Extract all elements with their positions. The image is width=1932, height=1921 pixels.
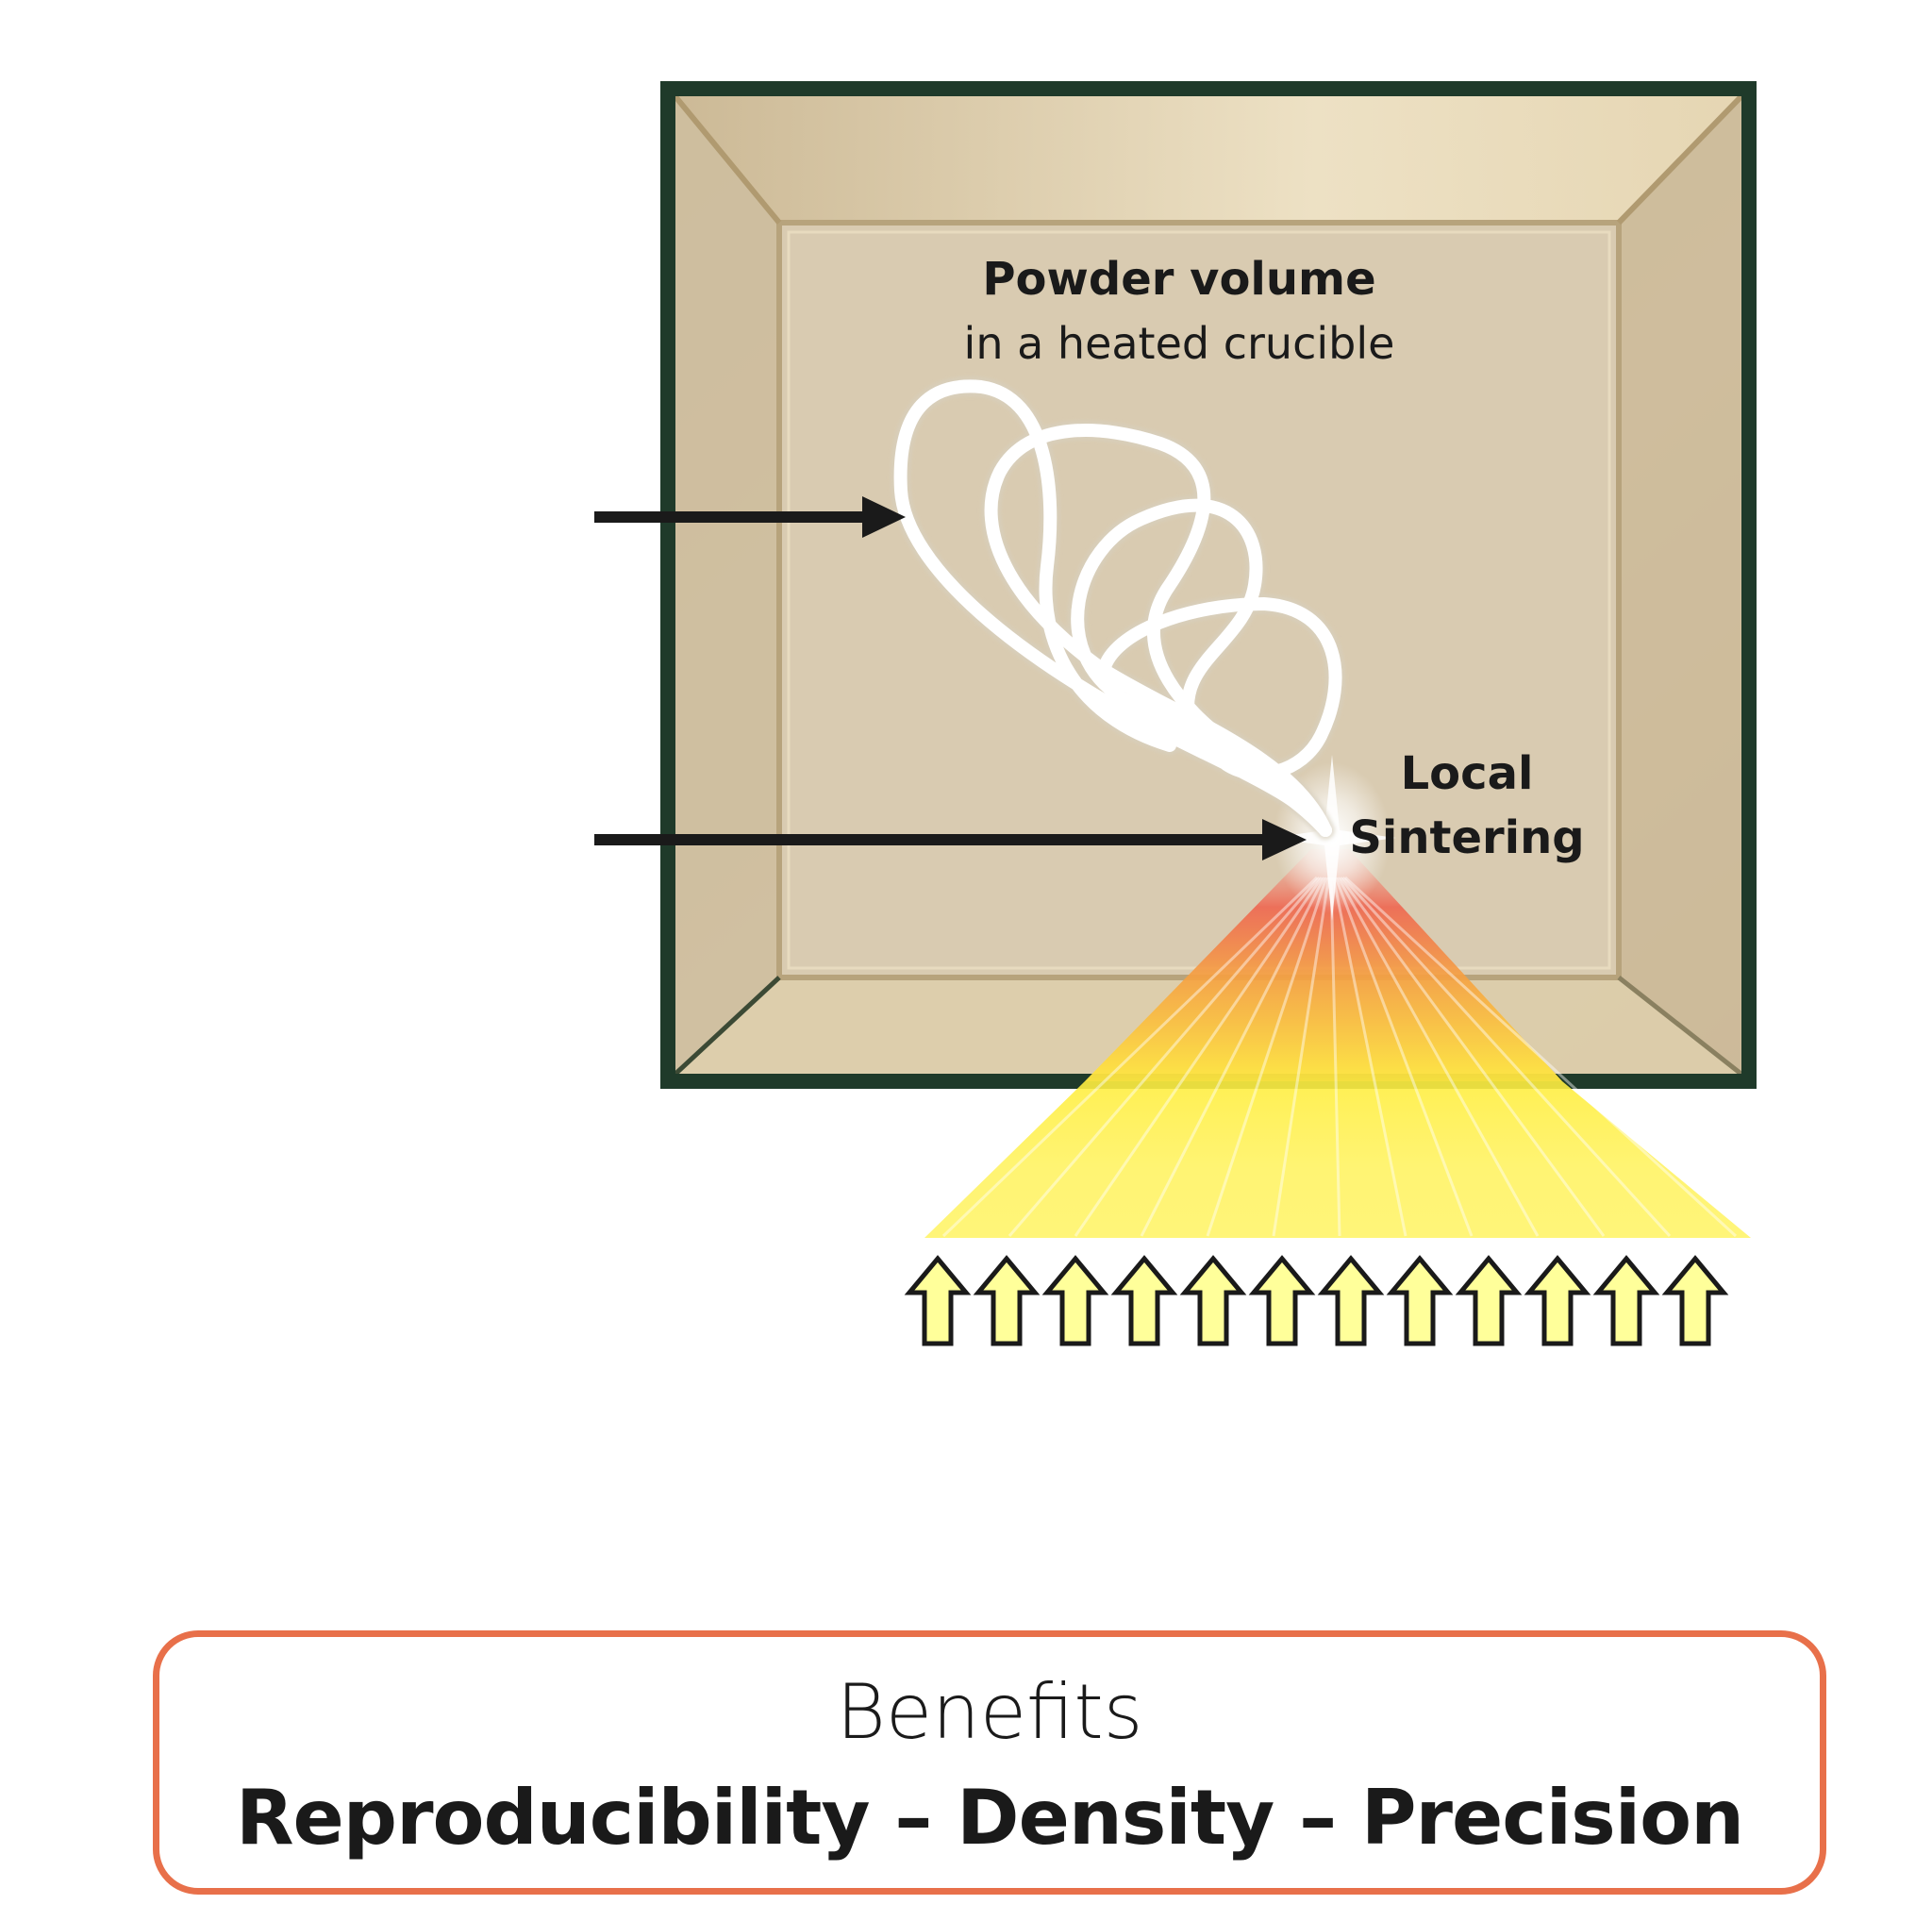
benefits-box: Benefits Reproducibility – Density – Pre… xyxy=(153,1630,1826,1895)
benefits-list: Reproducibility – Density – Precision xyxy=(235,1774,1744,1862)
up-arrow-icon xyxy=(1455,1255,1523,1346)
up-arrow-icon xyxy=(1179,1255,1247,1346)
up-arrow-icon xyxy=(1386,1255,1454,1346)
beam-ray xyxy=(941,876,1319,1238)
local-sintering-label-line1: Local xyxy=(1401,747,1534,800)
powder-volume-subtitle: in a heated crucible xyxy=(964,318,1395,369)
up-arrow-icon xyxy=(1110,1255,1178,1346)
beam-ray xyxy=(1140,877,1325,1237)
beam-ray xyxy=(1341,876,1672,1238)
up-arrow-icon xyxy=(1041,1255,1109,1346)
beam-ray xyxy=(1074,877,1324,1237)
right-arrow-icon xyxy=(594,496,906,538)
up-arrow-icon xyxy=(1524,1255,1591,1346)
right-arrow-icon xyxy=(594,819,1307,860)
beam-ray xyxy=(1329,877,1341,1237)
up-arrow-icon xyxy=(1661,1255,1729,1346)
beam-ray xyxy=(1272,877,1330,1237)
up-arrow-icon xyxy=(1317,1255,1385,1346)
beam-ray xyxy=(1008,877,1321,1237)
beam-ray xyxy=(1332,877,1407,1237)
beam-ray xyxy=(1343,876,1738,1238)
laser-source-arrows xyxy=(904,1255,1729,1346)
beam-ray xyxy=(1339,877,1606,1237)
laser-beam xyxy=(924,849,1751,1238)
up-arrow-icon xyxy=(1248,1255,1316,1346)
local-sintering-label-line2: Sintering xyxy=(1349,811,1584,864)
powder-volume-title: Powder volume xyxy=(982,253,1375,306)
up-arrow-icon xyxy=(1592,1255,1660,1346)
beam-ray xyxy=(1206,877,1328,1237)
up-arrow-icon xyxy=(973,1255,1041,1346)
benefits-title: Benefits xyxy=(836,1668,1143,1756)
beam-ray xyxy=(1337,877,1540,1237)
sintered-loops xyxy=(891,376,1345,840)
up-arrow-icon xyxy=(904,1255,972,1346)
crucible xyxy=(660,81,1757,1089)
beam-ray xyxy=(1334,877,1474,1237)
